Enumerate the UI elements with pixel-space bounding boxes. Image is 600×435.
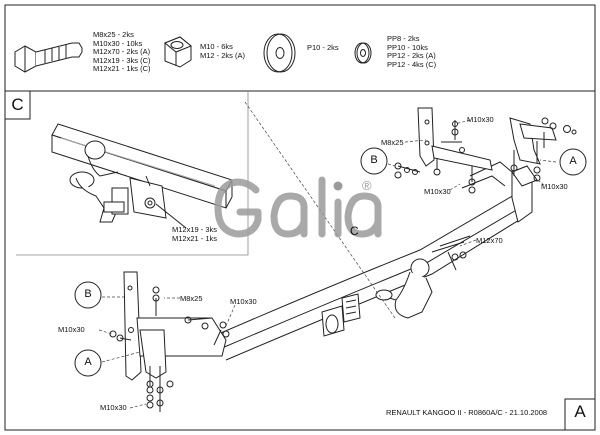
inset-towbar <box>51 123 233 229</box>
bolt-label: M10x30 <box>541 182 568 191</box>
inset-bolt-line: M12x21 - 1ks <box>172 233 218 243</box>
callout-a-left-circle <box>74 349 102 377</box>
bolt-label: M10x30 <box>100 403 127 412</box>
nut-kit-line: M10 - 6ks <box>200 42 233 51</box>
bolt-kit-line: M8x25 - 2ks <box>93 30 134 39</box>
spring-washer-kit-line: PP10 - 10ks <box>387 42 428 52</box>
bolt-label: M8x25 <box>180 294 203 303</box>
section-a-box <box>564 398 596 431</box>
callout-b-right: B <box>370 154 378 166</box>
bolt-label: M10x30 <box>467 115 494 124</box>
section-a-letter: A <box>574 402 586 421</box>
bolt-label: M10x30 <box>58 325 85 334</box>
callout-c-center: C <box>350 224 359 238</box>
tow-ball-assembly <box>321 235 471 337</box>
callout-b-left: B <box>84 288 92 300</box>
galia-logo <box>214 176 382 238</box>
bolt-icon <box>14 42 83 73</box>
bolt-kit-line: M12x19 - 3ks (C) <box>93 55 151 65</box>
callout-b-right-circle <box>360 147 388 175</box>
callout-a-right-circle <box>559 148 587 176</box>
bolt-kit-line: M10x30 - 10ks <box>93 38 143 48</box>
callout-a-left: A <box>84 356 92 368</box>
nut-kit-list: M10 - 6ks M12 - 2ks (A) <box>200 42 246 60</box>
nut-kit-line: M12 - 2ks (A) <box>200 50 246 60</box>
registered-mark: ® <box>362 178 372 193</box>
bolt-kit-line: M12x70 - 2ks (A) <box>93 47 151 57</box>
bolt-label: M12x70 <box>476 236 503 245</box>
right-bracket-a <box>509 117 577 182</box>
washer-kit-list: P10 - 2ks <box>307 43 339 53</box>
bolt-kit-list: M8x25 - 2ks M10x30 - 10ks M12x70 - 2ks (… <box>93 30 151 74</box>
section-c-box <box>4 90 31 120</box>
bolt-label: M8x25 <box>381 138 404 147</box>
bolt-label: M10x30 <box>424 187 451 196</box>
left-bracket <box>109 271 230 412</box>
washer-kit-line: P10 - 2ks <box>307 43 339 52</box>
large-washer-icon <box>263 33 296 73</box>
small-washer-icon <box>354 42 372 64</box>
section-c-letter: C <box>11 95 24 114</box>
spring-washer-kit-line: PP12 - 2ks (A) <box>387 51 436 61</box>
spring-washer-kit-line: PP12 - 4ks (C) <box>387 59 437 69</box>
outer-frame <box>4 4 596 431</box>
inset-divider <box>16 91 249 256</box>
right-bracket-b <box>394 107 493 194</box>
inset-bolt-line: M12x19 - 3ks <box>172 225 218 234</box>
callout-b-left-circle <box>74 281 102 309</box>
nut-icon <box>164 36 192 68</box>
bolt-kit-line: M12x21 - 1ks (C) <box>93 64 151 74</box>
callout-a-right: A <box>569 155 577 167</box>
bolt-label: M10x30 <box>230 297 257 306</box>
drawing-footer: RENAULT KANGOO II - R0860A/C - 21.10.200… <box>386 408 548 417</box>
spring-washer-kit-line: PP8 - 2ks <box>387 34 420 43</box>
spring-washer-kit-list: PP8 - 2ks PP10 - 10ks PP12 - 2ks (A) PP1… <box>387 34 437 69</box>
inset-bolt-list: M12x19 - 3ks M12x21 - 1ks <box>172 225 218 243</box>
